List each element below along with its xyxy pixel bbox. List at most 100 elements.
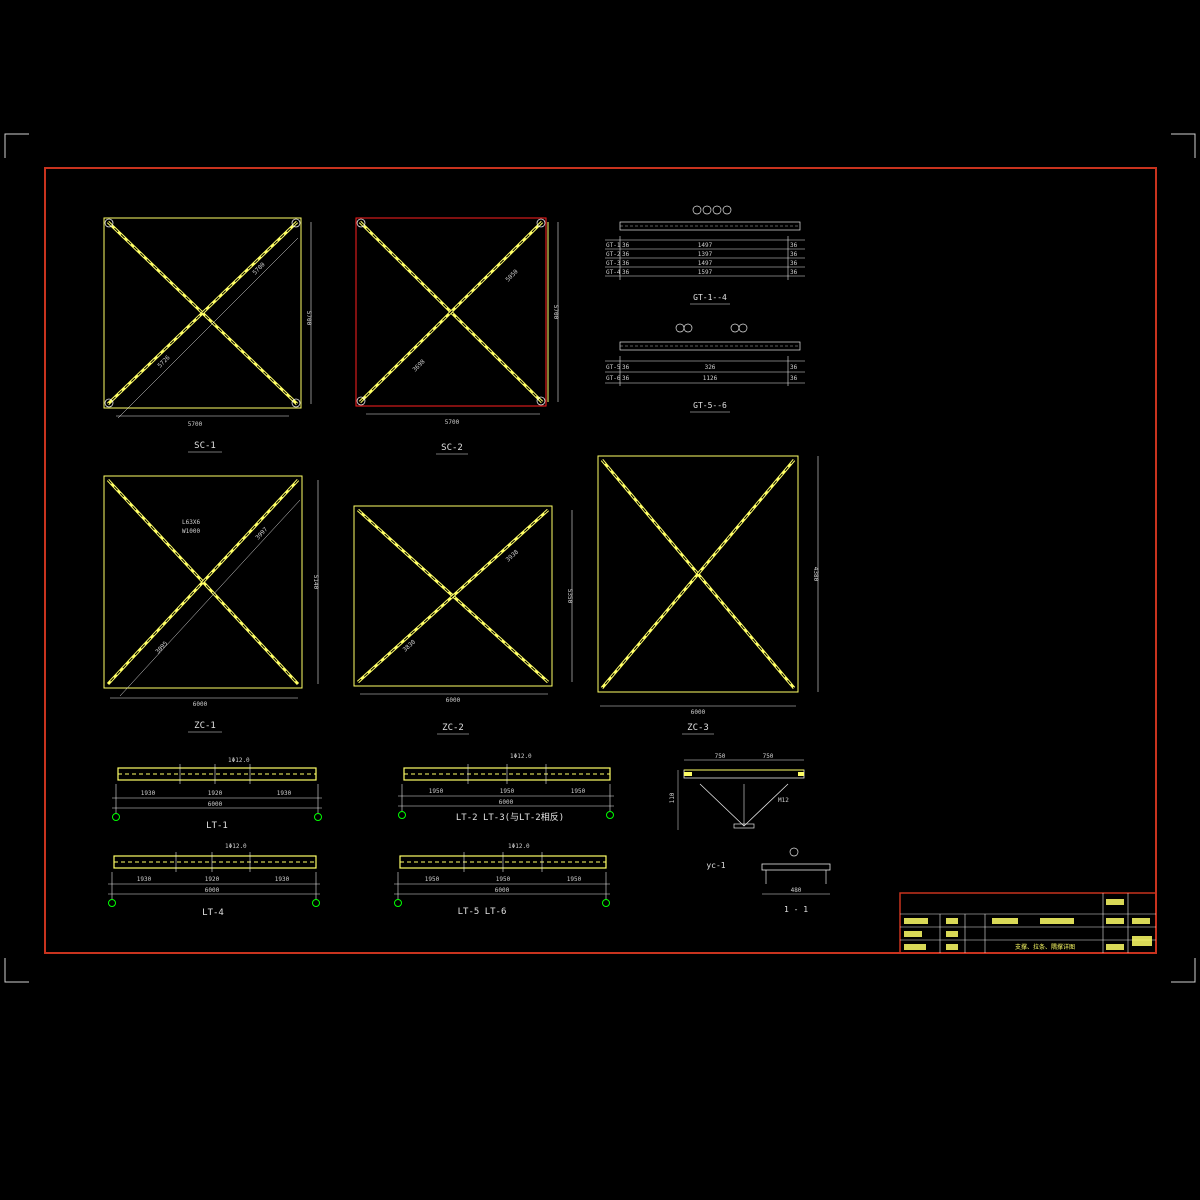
svg-text:750: 750 bbox=[715, 753, 726, 760]
svg-text:GT-1: GT-1 bbox=[606, 242, 621, 249]
svg-text:1950: 1950 bbox=[425, 876, 440, 883]
svg-text:1950: 1950 bbox=[429, 788, 444, 795]
section-1-1-drawing: 480 1 - 1 bbox=[761, 847, 831, 914]
svg-text:36: 36 bbox=[622, 375, 630, 382]
zc-1-drawing: 6000 5140 L63X6 W1000 3997 3095 ZC-1 bbox=[103, 475, 319, 733]
svg-text:36: 36 bbox=[790, 260, 798, 267]
zc-2-drawing: 6000 5350 3938 3830 ZC-2 bbox=[353, 505, 573, 735]
gt-5-6-label: GT-5--6 bbox=[693, 401, 727, 410]
svg-text:1126: 1126 bbox=[703, 375, 718, 382]
sc-1-height-dim: 5700 bbox=[305, 311, 312, 326]
yc-1-label: yc-1 bbox=[706, 861, 725, 870]
svg-text:1497: 1497 bbox=[698, 260, 713, 267]
svg-text:1920: 1920 bbox=[208, 790, 223, 797]
sc-2-label: SC-2 bbox=[441, 443, 463, 453]
svg-text:GT-2: GT-2 bbox=[606, 251, 621, 258]
svg-text:36: 36 bbox=[790, 242, 798, 249]
zc-3-drawing: 6000 4380 ZC-3 bbox=[597, 455, 819, 735]
axis-marker-icon bbox=[602, 899, 610, 907]
svg-text:M12: M12 bbox=[778, 797, 789, 804]
section-1-1-label: 1 - 1 bbox=[784, 905, 808, 914]
svg-text:1930: 1930 bbox=[137, 876, 152, 883]
sc-1-width-dim: 5700 bbox=[188, 421, 203, 428]
corner-marks bbox=[4, 133, 1196, 983]
lt-5-6-total: 6000 bbox=[495, 887, 510, 894]
sc-1-frame bbox=[103, 217, 302, 409]
axis-marker-icon bbox=[312, 899, 320, 907]
svg-text:1950: 1950 bbox=[567, 876, 582, 883]
svg-text:1930: 1930 bbox=[275, 876, 290, 883]
zc-1-diag-a: 3997 bbox=[254, 526, 269, 542]
zc-2-frame bbox=[353, 505, 553, 687]
axis-marker-icon bbox=[394, 899, 402, 907]
zc-3-label: ZC-3 bbox=[687, 723, 709, 733]
sc-2-width-dim: 5700 bbox=[445, 419, 460, 426]
lt-2-3-total: 6000 bbox=[499, 799, 514, 806]
yc-1-drawing: 750 750 110 M12 yc-1 bbox=[669, 753, 805, 870]
svg-text:36: 36 bbox=[622, 269, 630, 276]
svg-text:GT-3: GT-3 bbox=[606, 260, 621, 267]
title-block-drawing-title: 支撑、拉条、隅撑详图 bbox=[1015, 943, 1075, 951]
axis-marker-icon bbox=[112, 813, 120, 821]
zc-2-width-dim: 6000 bbox=[446, 697, 461, 704]
sc-2-drawing: 5700 5700 5050 3698 SC-2 bbox=[355, 217, 559, 455]
lt-4-rod: 1Φ12.0 bbox=[225, 843, 247, 850]
zc-2-diag-a: 3938 bbox=[505, 548, 521, 563]
svg-text:1597: 1597 bbox=[698, 269, 713, 276]
svg-text:1930: 1930 bbox=[141, 790, 156, 797]
sc-2-diag-b: 3698 bbox=[411, 358, 426, 373]
title-block: 支撑、拉条、隅撑详图 bbox=[899, 892, 1157, 954]
gt-1-4-rows: GT-1 36 1497 36 GT-2 36 1397 36 GT-3 36 … bbox=[606, 242, 798, 276]
svg-text:36: 36 bbox=[790, 364, 798, 371]
svg-text:36: 36 bbox=[622, 251, 630, 258]
svg-text:1497: 1497 bbox=[698, 242, 713, 249]
sc-2-height-dim: 5700 bbox=[552, 305, 559, 320]
lt-5-6-drawing: 1Φ12.0 1950 1950 1950 6000 LT-5 LT-6 bbox=[394, 843, 610, 917]
zc-2-height-dim: 5350 bbox=[566, 589, 573, 604]
gt-1-4-drawing: GT-1 36 1497 36 GT-2 36 1397 36 GT-3 36 … bbox=[605, 205, 805, 305]
zc-1-diag-b: 3095 bbox=[154, 640, 169, 656]
gt-1-4-label: GT-1--4 bbox=[693, 293, 727, 302]
svg-text:1930: 1930 bbox=[277, 790, 292, 797]
lt-1-label: LT-1 bbox=[206, 821, 228, 831]
svg-text:1950: 1950 bbox=[500, 788, 515, 795]
lt-1-rod: 1Φ12.0 bbox=[228, 757, 250, 764]
svg-text:110: 110 bbox=[669, 792, 676, 803]
lt-2-3-label: LT-2 LT-3(与LT-2相反) bbox=[456, 811, 564, 823]
svg-text:36: 36 bbox=[790, 375, 798, 382]
svg-text:480: 480 bbox=[791, 887, 802, 894]
lt-5-6-rod: 1Φ12.0 bbox=[508, 843, 530, 850]
svg-text:GT-5: GT-5 bbox=[606, 364, 621, 371]
svg-text:GT-6: GT-6 bbox=[606, 375, 621, 382]
sc-1-label: SC-1 bbox=[194, 441, 216, 451]
sc-2-diag-a: 5050 bbox=[504, 268, 519, 283]
zc-3-height-dim: 4380 bbox=[812, 567, 819, 582]
zc-3-width-dim: 6000 bbox=[691, 709, 706, 716]
svg-text:1920: 1920 bbox=[205, 876, 220, 883]
zc-1-note-1: L63X6 bbox=[182, 519, 200, 526]
svg-text:36: 36 bbox=[790, 269, 798, 276]
lt-2-3-rod: 1Φ12.0 bbox=[510, 753, 532, 760]
axis-marker-icon bbox=[314, 813, 322, 821]
zc-1-note-2: W1000 bbox=[182, 528, 200, 535]
sc-1-drawing: 5700 5700 5700 5726 SC-1 bbox=[103, 217, 312, 453]
svg-text:36: 36 bbox=[622, 242, 630, 249]
svg-text:36: 36 bbox=[622, 260, 630, 267]
lt-5-6-label: LT-5 LT-6 bbox=[458, 907, 507, 917]
svg-text:1950: 1950 bbox=[571, 788, 586, 795]
lt-1-total: 6000 bbox=[208, 801, 223, 808]
zc-1-width-dim: 6000 bbox=[193, 701, 208, 708]
lt-4-total: 6000 bbox=[205, 887, 220, 894]
sheet-border bbox=[44, 167, 1157, 954]
lt-4-drawing: 1Φ12.0 1930 1920 1930 6000 LT-4 bbox=[108, 843, 320, 918]
axis-marker-icon bbox=[606, 811, 614, 819]
sc-2-frame bbox=[355, 217, 547, 407]
svg-text:750: 750 bbox=[763, 753, 774, 760]
zc-1-frame bbox=[103, 475, 303, 689]
zc-1-label: ZC-1 bbox=[194, 721, 216, 731]
svg-text:36: 36 bbox=[790, 251, 798, 258]
zc-3-frame bbox=[597, 455, 799, 693]
lt-2-3-drawing: 1Φ12.0 1950 1950 1950 6000 LT-2 LT-3(与LT… bbox=[398, 753, 614, 823]
svg-text:326: 326 bbox=[705, 364, 716, 371]
gt-5-6-rows: GT-5 36 326 36 GT-6 36 1126 36 bbox=[606, 364, 798, 382]
